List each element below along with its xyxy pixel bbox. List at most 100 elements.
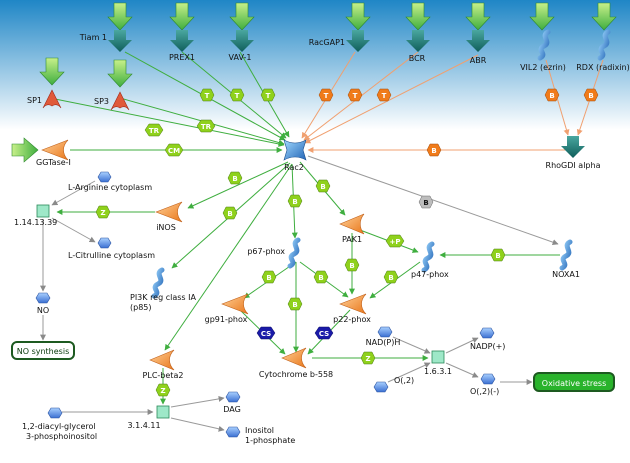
input-arrow-icon xyxy=(107,2,133,31)
badge-t: T xyxy=(318,88,334,102)
protein-racgap1[interactable]: RacGAP1 xyxy=(309,30,370,52)
protein-bcr[interactable]: BCR xyxy=(406,30,430,63)
svg-text:RhoGDI alpha: RhoGDI alpha xyxy=(546,161,601,170)
svg-text:+P: +P xyxy=(390,238,401,246)
protein-sp1[interactable]: SP1 xyxy=(27,89,62,109)
svg-text:RDX (radixin): RDX (radixin) xyxy=(576,63,630,72)
svg-text:1.6.3.1: 1.6.3.1 xyxy=(424,367,452,376)
svg-text:gp91-phox: gp91-phox xyxy=(205,315,248,324)
protein-ggtase[interactable]: GGTase-I xyxy=(36,139,71,167)
protein-rdx[interactable]: RDX (radixin) xyxy=(576,29,630,72)
badge-b: B xyxy=(313,270,329,284)
input-arrow-icon xyxy=(229,2,255,31)
metabolite-hex-icon xyxy=(35,292,51,304)
metabolite-hex-icon xyxy=(97,237,112,249)
metabolite-l-arginine[interactable]: L-Arginine cytoplasm xyxy=(68,171,152,192)
squiggle-icon xyxy=(421,241,435,273)
metabolite-l-citrulline[interactable]: L-Citrulline cytoplasm xyxy=(68,237,155,260)
enzyme-cone-icon xyxy=(149,349,175,371)
metabolite-nadph[interactable]: NAD(P)H xyxy=(366,326,401,347)
protein-plc-beta2[interactable]: PLC-beta2 xyxy=(143,349,184,380)
protein-tiam1[interactable]: Tiam 1 xyxy=(79,30,132,52)
protein-p47phox[interactable]: p47-phox xyxy=(411,241,449,279)
edge-enzyme-inositol xyxy=(170,417,225,432)
enzyme-cone-icon xyxy=(41,139,69,161)
teal-arrow-icon xyxy=(170,30,194,52)
metabolite-hex-icon xyxy=(377,326,393,338)
protein-gp91phox[interactable]: gp91-phox xyxy=(205,293,249,324)
svg-text:T: T xyxy=(324,92,329,100)
svg-text:B: B xyxy=(549,92,554,100)
squiggle-icon xyxy=(597,29,611,61)
input-arrows xyxy=(11,2,617,163)
metabolite-o2-minus[interactable]: O(,2)(-) xyxy=(470,373,499,396)
metabolite-inositol-phosphate[interactable]: Inositol 1-phosphate xyxy=(225,426,295,445)
svg-text:VIL2 (ezrin): VIL2 (ezrin) xyxy=(520,63,566,72)
svg-text:NADP(+): NADP(+) xyxy=(470,342,505,351)
protein-inos[interactable]: iNOS xyxy=(155,201,183,232)
svg-text:NO: NO xyxy=(37,306,49,315)
teal-arrow-icon xyxy=(466,30,490,52)
teal-arrow-icon xyxy=(346,30,370,52)
badge-tr: TR xyxy=(144,123,164,137)
enzyme-1-6-3-1[interactable]: 1.6.3.1 xyxy=(424,350,452,376)
enzyme-cone-icon xyxy=(339,293,367,315)
svg-text:PREX1: PREX1 xyxy=(169,53,195,62)
enzyme-3-1-4-11[interactable]: 3.1.4.11 xyxy=(127,405,170,430)
svg-text:BCR: BCR xyxy=(409,54,426,63)
badge-t: T xyxy=(260,88,276,102)
protein-vav1[interactable]: VAV-1 xyxy=(229,30,254,62)
protein-cytochrome-b558[interactable]: Cytochrome b-558 xyxy=(259,347,333,379)
protein-sp3[interactable]: SP3 xyxy=(94,91,130,111)
protein-rac2[interactable]: Rac2 xyxy=(283,139,307,172)
edge-enzyme-nadp xyxy=(445,337,479,354)
protein-vil2[interactable]: VIL2 (ezrin) xyxy=(520,29,566,72)
svg-text:CS: CS xyxy=(319,330,329,338)
badge-b: B xyxy=(344,258,360,272)
teal-arrow-icon xyxy=(561,136,585,158)
badge-z: Z xyxy=(95,205,111,219)
metabolite-hex-icon xyxy=(225,426,241,438)
protein-abr[interactable]: ABR xyxy=(466,30,490,65)
reaction-box-icon xyxy=(36,204,50,218)
badge-b: B xyxy=(383,270,399,284)
svg-text:Z: Z xyxy=(100,209,105,217)
badge-b: B xyxy=(426,143,442,157)
metabolite-nadp[interactable]: NADP(+) xyxy=(470,327,505,351)
protein-rhogdi[interactable]: RhoGDI alpha xyxy=(546,136,601,170)
metabolite-no[interactable]: NO xyxy=(35,292,51,315)
svg-text:T: T xyxy=(205,92,210,100)
svg-text:NO synthesis: NO synthesis xyxy=(17,347,69,356)
svg-text:T: T xyxy=(382,92,387,100)
input-arrow-icon xyxy=(465,2,491,31)
metabolite-dag[interactable]: DAG xyxy=(223,391,241,414)
reaction-box-icon xyxy=(156,405,170,419)
outcome-oxidative-stress[interactable]: Oxidative stress xyxy=(533,372,615,392)
protein-noxa1[interactable]: NOXA1 xyxy=(552,239,580,279)
transcription-factor-icon xyxy=(42,89,62,109)
edge-sp1-rac2 xyxy=(49,97,285,147)
protein-p67phox[interactable]: p67-phox xyxy=(247,237,301,269)
metabolite-o2[interactable]: O(,2) xyxy=(373,376,414,393)
svg-text:T: T xyxy=(353,92,358,100)
badge-t: T xyxy=(376,88,392,102)
protein-prex1[interactable]: PREX1 xyxy=(169,30,195,62)
svg-text:T: T xyxy=(266,92,271,100)
input-arrow-icon xyxy=(345,2,371,31)
protein-pi3k[interactable]: PI3K reg class IA (p85) xyxy=(130,267,196,312)
protein-p22phox[interactable]: p22-phox xyxy=(333,293,371,324)
badge-b: B xyxy=(261,270,277,284)
input-arrow-icon xyxy=(591,2,617,31)
outcome-no-synthesis[interactable]: NO synthesis xyxy=(11,341,75,360)
badge-cs: CS xyxy=(314,326,334,340)
svg-text:B: B xyxy=(431,147,436,155)
svg-text:CS: CS xyxy=(261,330,271,338)
svg-text:TR: TR xyxy=(149,127,160,135)
badge-cm: CM xyxy=(164,143,184,157)
svg-text:1-phosphate: 1-phosphate xyxy=(245,436,295,445)
protein-pak1[interactable]: PAK1 xyxy=(339,213,365,244)
svg-text:PAK1: PAK1 xyxy=(342,235,362,244)
metabolite-diacylglycerol-phosphoinositol[interactable]: 1,2-diacyl-glycerol 3-phosphoinositol xyxy=(22,407,97,441)
enzyme-1-14-13-39[interactable]: 1.14.13.39 xyxy=(14,204,57,227)
